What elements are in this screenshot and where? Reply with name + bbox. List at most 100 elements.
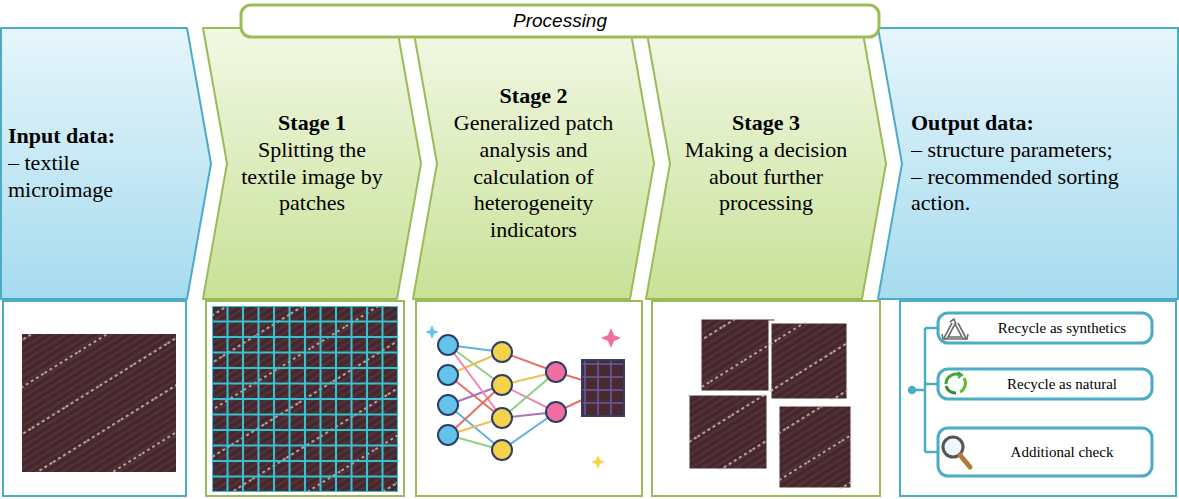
bracket — [909, 387, 915, 393]
text-area: Output data:– structure parameters;– rec… — [911, 35, 1171, 292]
patch-grid — [212, 306, 398, 492]
body-text: Making a decision about further processi… — [675, 137, 857, 217]
output-block-outline — [878, 28, 1178, 299]
neural-net-icon — [492, 375, 512, 395]
output-block: Output data:– structure parameters;– rec… — [877, 27, 1179, 300]
patch-grid — [212, 306, 398, 492]
textile-photo — [22, 334, 176, 472]
input-block: Input data:– textile microimage — [0, 27, 212, 300]
sorted-patches — [778, 405, 852, 489]
output-frame — [900, 301, 1176, 496]
body-text: Generalized patch analysis and calculati… — [442, 110, 625, 244]
neural-net-icon — [438, 335, 458, 355]
stage-chevron: Stage 2Generalized patch analysis and ca… — [412, 27, 655, 300]
stage-chevron-outline — [413, 28, 654, 299]
neural-net-icon — [492, 440, 512, 460]
neural-net-icon — [425, 325, 439, 339]
sorted-patches — [688, 394, 768, 470]
recycle-natural-icon — [958, 372, 962, 378]
sorting-action: Recycle as synthetics — [937, 312, 1153, 344]
neural-net-icon — [438, 395, 458, 415]
sorted-patches — [778, 405, 852, 489]
text-area: Processing — [250, 6, 870, 36]
body-text: Processing — [513, 9, 607, 32]
input-frame — [3, 301, 186, 496]
text-area: Recycle as natural — [977, 370, 1147, 398]
stage-chevron: Stage 1Splitting the textile image by pa… — [202, 27, 422, 300]
recycle-synthetic-icon — [942, 319, 968, 339]
bracket — [925, 383, 937, 386]
text-area: Recycle as synthetics — [977, 314, 1147, 342]
text-area: Stage 2Generalized patch analysis and ca… — [442, 35, 625, 292]
sorting-action-outline — [938, 369, 1152, 399]
recycle-synthetic-icon — [944, 323, 966, 339]
recycle-synthetic-icon — [950, 319, 956, 324]
heading-text: Stage 3 — [732, 110, 800, 137]
bracket — [909, 328, 937, 452]
recycle-synthetic-icon — [942, 334, 948, 339]
heading-text: Stage 1 — [278, 110, 346, 137]
stage-chevron: Stage 3Making a decision about further p… — [645, 27, 887, 300]
textile-photo — [22, 334, 176, 472]
heading-text: Input data: — [8, 123, 115, 150]
sorted-patches — [770, 322, 848, 400]
body-text: – recommended sorting action. — [911, 164, 1171, 218]
sorted-patches — [688, 318, 852, 489]
neural-net-icon — [438, 365, 458, 385]
recycle-natural-icon — [946, 386, 956, 393]
bracket — [925, 327, 937, 330]
heading-text: Stage 2 — [500, 83, 568, 110]
text-area: Additional check — [977, 429, 1147, 475]
sorted-patches — [688, 318, 852, 489]
neural-net-icon — [582, 360, 624, 416]
recycle-natural-icon — [946, 372, 965, 393]
magnifier-icon — [960, 455, 970, 467]
textile-photo — [22, 334, 176, 472]
body-text: Recycle as natural — [1007, 375, 1117, 393]
patch-grid — [212, 306, 398, 492]
sorted-patches — [700, 318, 776, 392]
stage3-frame — [652, 301, 880, 496]
bracket — [925, 451, 937, 454]
neural-net-icon — [492, 408, 512, 428]
recycle-natural-icon — [946, 374, 960, 384]
text-area: Stage 3Making a decision about further p… — [675, 35, 857, 292]
sorting-action-outline — [938, 313, 1152, 343]
text-area: Input data:– textile microimage — [8, 35, 182, 292]
body-text: Additional check — [1011, 443, 1114, 461]
stage-chevron-outline — [203, 28, 421, 299]
sorted-patches — [688, 394, 768, 470]
stage1-frame — [206, 301, 404, 496]
neural-net-icon — [438, 425, 458, 445]
patch-grid — [212, 306, 398, 492]
sorted-patches — [770, 322, 848, 400]
input-block-outline — [1, 28, 211, 299]
column-frames — [3, 301, 1176, 496]
recycle-natural-icon — [960, 378, 965, 392]
neural-net-icon — [492, 342, 512, 362]
recycle-synthetic-icon — [962, 334, 968, 339]
neural-net-icon — [448, 345, 582, 450]
neural-net-icon — [582, 360, 624, 416]
neural-net-icon — [591, 455, 605, 469]
body-text: Recycle as synthetics — [998, 319, 1126, 337]
neural-net-icon — [546, 402, 566, 422]
neural-net-icon — [546, 362, 566, 382]
body-text: – structure parameters; — [911, 137, 1113, 164]
text-area: Stage 1Splitting the textile image by pa… — [232, 35, 392, 292]
sorting-action-outline — [938, 428, 1152, 476]
group-label: Processing — [240, 4, 880, 38]
sorting-action: Additional check — [937, 427, 1153, 477]
sorting-action: Recycle as natural — [937, 368, 1153, 400]
body-text: Splitting the textile image by patches — [232, 137, 392, 217]
magnifier-icon — [943, 437, 970, 467]
heading-text: Output data: — [911, 110, 1034, 137]
neural-net-icon — [425, 325, 624, 469]
group-label-outline — [241, 5, 879, 37]
stage2-frame — [416, 301, 642, 496]
neural-net-icon — [438, 335, 566, 460]
neural-net-icon — [601, 328, 621, 348]
body-text: – textile microimage — [8, 150, 182, 204]
stage-chevron-outline — [646, 28, 886, 299]
